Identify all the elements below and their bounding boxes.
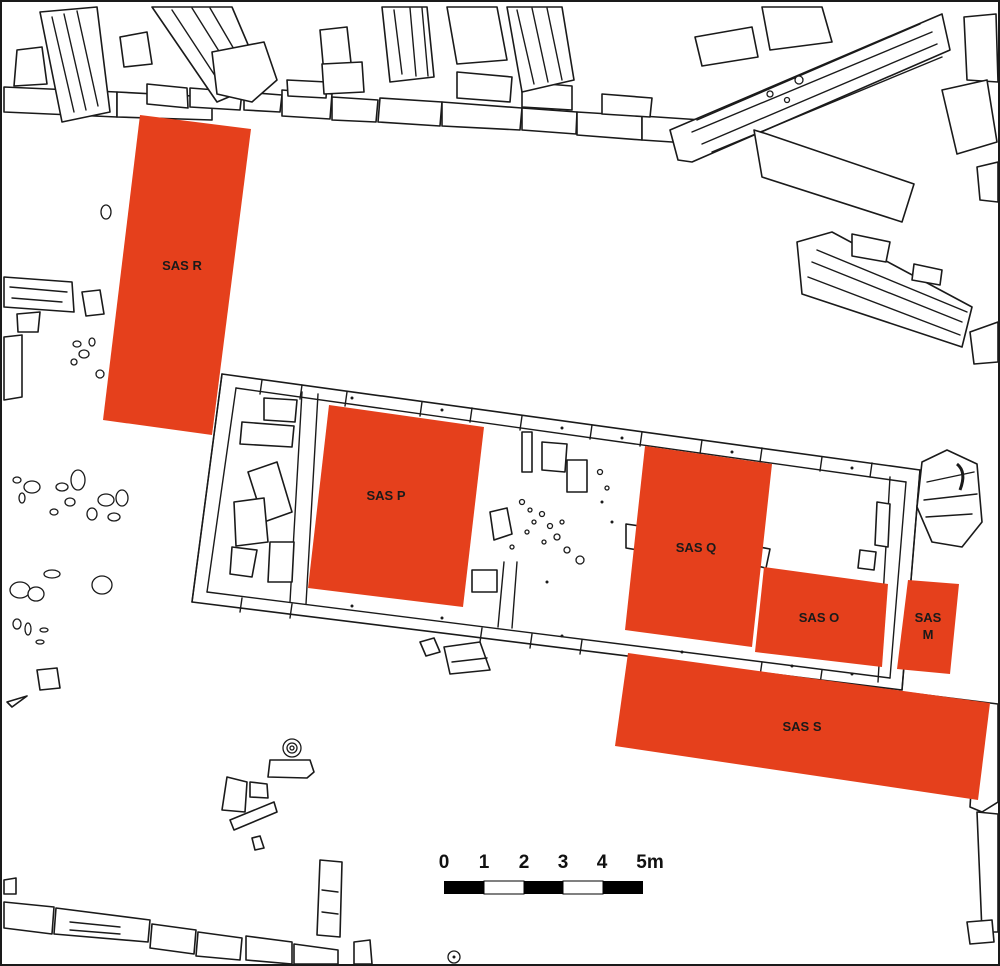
- trench-label-sas-s: SAS S: [782, 719, 821, 734]
- trench-label-sas-p: SAS P: [366, 488, 405, 503]
- scale-tick-5m: 5m: [636, 852, 663, 873]
- scale-segment-5: [603, 881, 643, 894]
- trench-label-sas-r: SAS R: [162, 258, 202, 273]
- scale-tick-2: 2: [519, 852, 530, 873]
- trench-sas-o[interactable]: SAS O: [755, 567, 888, 667]
- trench-label-sas-m-line1: SAS: [915, 610, 942, 625]
- trench-label-sas-m-line2: M: [923, 627, 934, 642]
- scale-segment-2: [483, 880, 525, 895]
- scale-tick-3: 3: [558, 852, 569, 873]
- west-scattered-stones: [3, 204, 129, 708]
- scale-tick-4: 4: [597, 852, 608, 873]
- scale-segment-3: [524, 881, 563, 894]
- northeast-fallen-columns: [669, 6, 998, 365]
- trench-label-sas-q: SAS Q: [676, 540, 716, 555]
- floor-pebbles: [509, 468, 614, 584]
- trench-sas-s[interactable]: SAS S: [615, 653, 990, 800]
- south-loose-stones: [221, 637, 491, 851]
- trench-label-sas-o: SAS O: [799, 610, 839, 625]
- trench-sas-m[interactable]: SAS M: [897, 580, 959, 674]
- scale-segment-4: [562, 880, 604, 895]
- scale-tick-0: 0: [439, 852, 450, 873]
- scale-segment-1: [444, 881, 484, 894]
- trench-sas-r[interactable]: SAS R: [103, 115, 251, 435]
- scale-tick-1: 1: [479, 852, 490, 873]
- scale-bar: 0 1 2 3 4 5m: [439, 852, 664, 895]
- south-wall-remains: [3, 859, 461, 964]
- excavation-trenches: SAS R SAS P SAS Q SAS O SAS M SAS S: [103, 115, 990, 800]
- wall-texture-dots: [350, 396, 854, 676]
- trench-sas-q[interactable]: SAS Q: [625, 446, 772, 647]
- trench-sas-p[interactable]: SAS P: [308, 405, 484, 607]
- north-wall-remains: [3, 6, 703, 145]
